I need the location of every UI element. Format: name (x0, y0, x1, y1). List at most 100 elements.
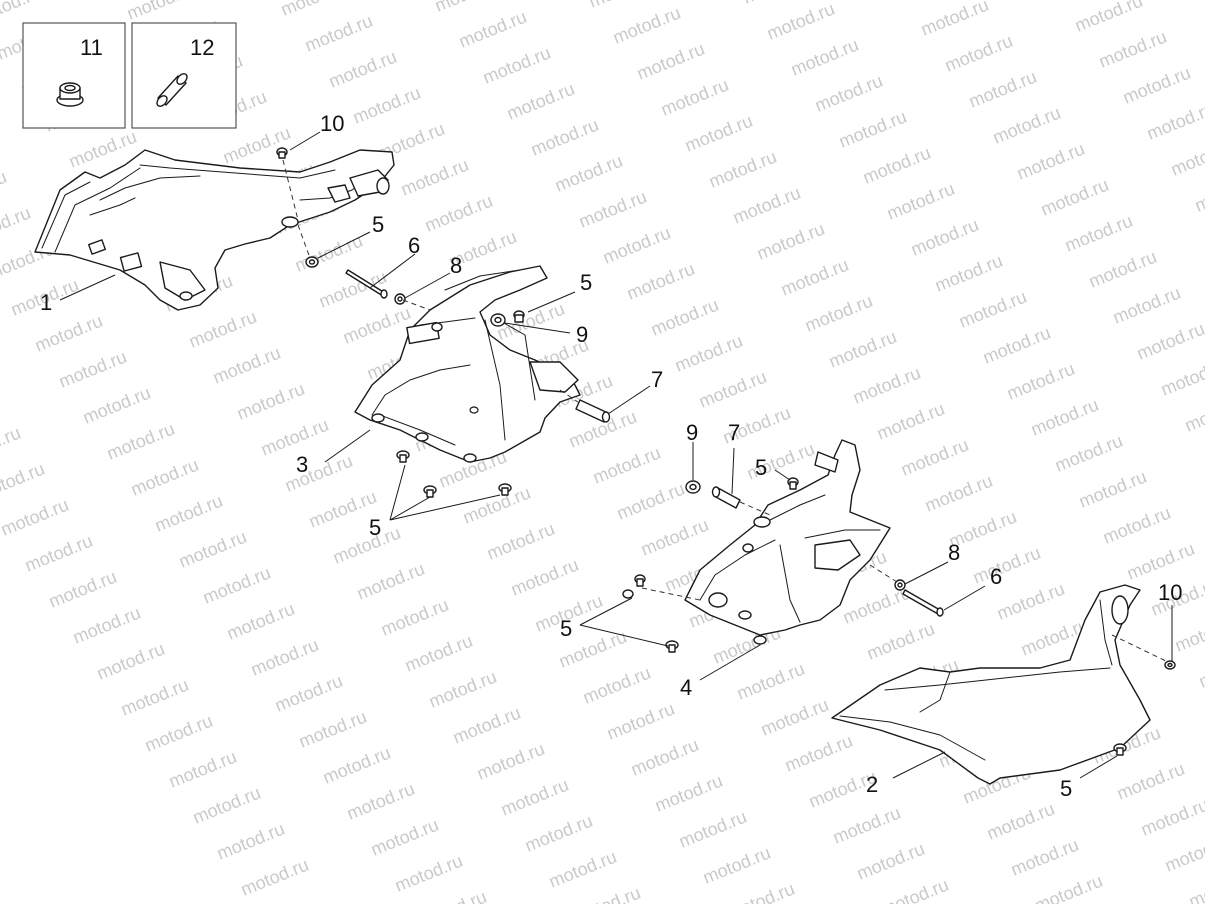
callout-7-left: 7 (651, 367, 663, 392)
watermark-text: motod.ru (528, 115, 601, 160)
watermark-text: motod.ru (210, 343, 283, 388)
watermark-text: motod.ru (1196, 647, 1205, 692)
watermark-text: motod.ru (802, 291, 875, 336)
watermark-text: motod.ru (368, 815, 441, 860)
fastener-5-upper[interactable] (305, 256, 319, 268)
watermark-text: motod.ru (416, 887, 489, 904)
callout-9-left: 9 (576, 322, 588, 347)
washer-8-left[interactable] (394, 293, 406, 305)
part-12-spacer[interactable] (155, 72, 189, 108)
part-2-lower-fairing[interactable] (831, 584, 1151, 785)
watermark-text: motod.ru (706, 147, 779, 192)
watermark-text: motod.ru (590, 443, 663, 488)
watermark-text: motod.ru (296, 707, 369, 752)
watermark-text: motod.ru (350, 83, 423, 128)
washer-8-right[interactable] (894, 579, 906, 591)
watermark-text: motod.ru (302, 11, 375, 56)
watermark-text: motod.ru (320, 743, 393, 788)
callout-10-top: 10 (320, 111, 344, 136)
callout-labels: 1 2 3 4 5 5 5 5 5 5 6 6 7 7 8 8 9 9 10 1… (40, 35, 1182, 801)
watermark-text: motod.ru (522, 811, 595, 856)
watermark-text: motod.ru (282, 451, 355, 496)
bolt-6-right[interactable] (902, 589, 944, 617)
watermark-text: motod.ru (1052, 431, 1125, 476)
watermark-text: motod.ru (658, 75, 731, 120)
watermark-text: motod.ru (754, 219, 827, 264)
grommet-9-right[interactable] (685, 480, 701, 494)
watermark-text: motod.ru (864, 619, 937, 664)
watermark-text: motod.ru (32, 311, 105, 356)
watermark-text: motod.ru (634, 39, 707, 84)
watermark-text: motod.ru (614, 479, 687, 524)
watermark-text: motod.ru (894, 0, 967, 4)
fastener-5-right-top[interactable] (787, 477, 799, 490)
callout-5-bottom-right: 5 (1060, 776, 1072, 801)
watermark-text: motod.ru (580, 663, 653, 708)
spacer-7-left[interactable] (575, 399, 611, 423)
watermark-text: motod.ru (480, 43, 553, 88)
callout-11: 11 (80, 35, 103, 60)
callout-5-center: 5 (369, 515, 381, 540)
part-11-grommet[interactable] (56, 82, 84, 107)
watermark-text: motod.ru (1172, 611, 1205, 656)
part-3-inner-panel[interactable] (354, 265, 581, 463)
spacer-7-right[interactable] (711, 486, 741, 509)
part-1-upper-fairing[interactable] (34, 149, 395, 311)
watermark-text: motod.ru (546, 847, 619, 892)
fasteners-5-center[interactable] (396, 450, 512, 498)
watermark-text: motod.ru (854, 839, 927, 884)
watermark-text: motod.ru (1004, 359, 1077, 404)
watermark-text: motod.ru (1158, 355, 1205, 400)
watermark-text: motod.ru (826, 327, 899, 372)
watermark-text: motod.ru (498, 775, 571, 820)
watermark-text: motod.ru (422, 191, 495, 236)
callout-9-right: 9 (686, 420, 698, 445)
watermark-text: motod.ru (782, 731, 855, 776)
callout-2: 2 (866, 772, 878, 797)
watermark-text: motod.ru (0, 495, 71, 540)
fastener-5-bottom-right[interactable] (1113, 743, 1127, 756)
bolt-6-left[interactable] (345, 269, 388, 299)
watermark-text: motod.ru (450, 703, 523, 748)
watermark-text: motod.ru (176, 527, 249, 572)
watermark-text: motod.ru (610, 3, 683, 48)
watermark-text: motod.ru (340, 303, 413, 348)
fasteners-5-lower-left[interactable] (622, 574, 679, 653)
watermark-text: motod.ru (764, 0, 837, 44)
watermark-text: motod.ru (1120, 63, 1193, 108)
watermark-text: motod.ru (576, 187, 649, 232)
watermark-text: motod.ru (586, 0, 659, 12)
watermark-text: motod.ru (0, 459, 47, 504)
watermark-text: motod.ru (874, 399, 947, 444)
watermark-text: motod.ru (80, 383, 153, 428)
watermark-text: motod.ru (0, 423, 23, 468)
watermark-text: motod.ru (272, 671, 345, 716)
watermark-text: motod.ru (426, 667, 499, 712)
grommet-9-left[interactable] (490, 313, 506, 327)
watermark-text: motod.ru (1124, 539, 1197, 584)
callout-5-upper: 5 (372, 212, 384, 237)
part-4-lower-bracket[interactable] (684, 439, 891, 645)
watermark-text: motod.ru (152, 491, 225, 536)
watermark-text: motod.ru (966, 67, 1039, 112)
watermark-text: motod.ru (326, 47, 399, 92)
callout-1: 1 (40, 290, 52, 315)
callout-12: 12 (190, 35, 214, 60)
watermark-text: motod.ru (648, 295, 721, 340)
watermark-text: motod.ru (142, 711, 215, 756)
watermark-text: motod.ru (600, 223, 673, 268)
watermark-text: motod.ru (128, 455, 201, 500)
watermark-text: motod.ru (734, 659, 807, 704)
watermark-text: motod.ru (1014, 139, 1087, 184)
fastener-5-center-top[interactable] (513, 310, 525, 323)
callout-7-right: 7 (728, 420, 740, 445)
watermark-text: motod.ru (1168, 135, 1205, 180)
watermark-text: motod.ru (1100, 503, 1173, 548)
fastener-10-right[interactable] (1164, 660, 1176, 670)
watermark-text: motod.ru (258, 415, 331, 460)
callout-4: 4 (680, 675, 692, 700)
watermark-text: motod.ru (1028, 395, 1101, 440)
watermark-text: motod.ru (0, 203, 33, 248)
watermark-text: motod.ru (922, 471, 995, 516)
fastener-10-top[interactable] (276, 147, 288, 159)
